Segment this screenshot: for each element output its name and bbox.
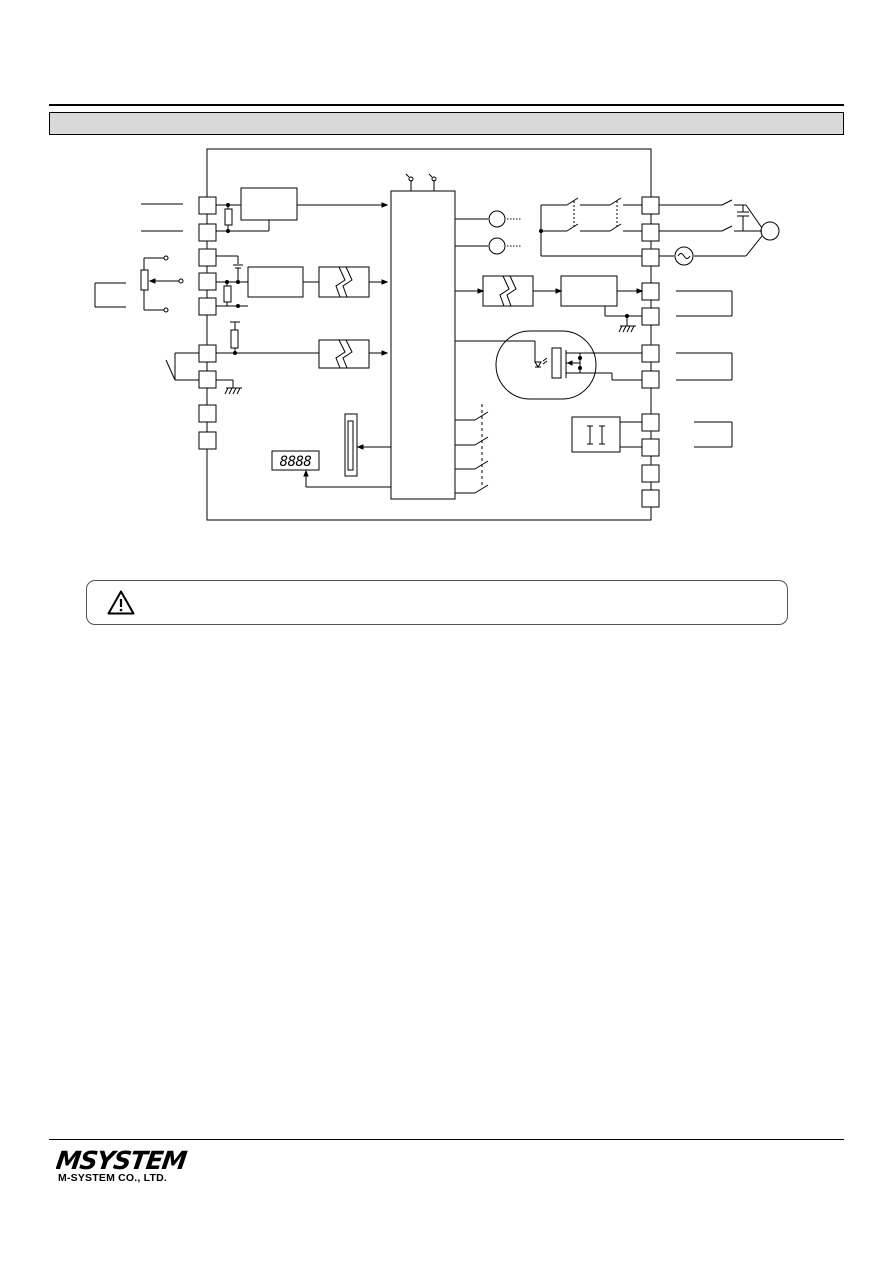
ac-source-icon [674,246,694,266]
input-conditioner-1 [240,187,298,221]
bargraph-indicator [344,413,358,477]
logo-text: MSYSTEM [56,1148,189,1172]
photomos-relay-icon [495,330,597,400]
potentiometer-icon [140,269,149,291]
header-rule [49,104,844,106]
input-conditioner-2 [247,266,304,298]
warning-triangle-icon [107,590,135,615]
dip-switch-contacts [455,404,489,494]
indicator-led-icon [405,173,437,191]
isolation-barrier-1 [318,266,370,298]
msystem-logo: MSYSTEM [56,1148,189,1172]
isolation-barrier-2 [318,339,370,369]
warning-notice [86,580,788,625]
segment-display [271,450,320,471]
left-terminal-block [198,196,217,450]
relay-contact-icon [165,359,176,381]
company-name: M-SYSTEM CO., LTD. [58,1172,167,1184]
power-supply-block [571,416,621,453]
housing-outline [206,148,652,521]
ground-icon [224,387,242,395]
segment-display-text: 8888 [280,454,312,470]
cpu-block [390,190,456,500]
output-driver [560,275,618,307]
right-terminal-block [641,196,660,508]
section-title-bar [49,112,844,135]
block-diagram: 8888 [94,148,780,521]
isolation-barrier-3 [482,275,534,307]
footer-rule [49,1139,844,1140]
